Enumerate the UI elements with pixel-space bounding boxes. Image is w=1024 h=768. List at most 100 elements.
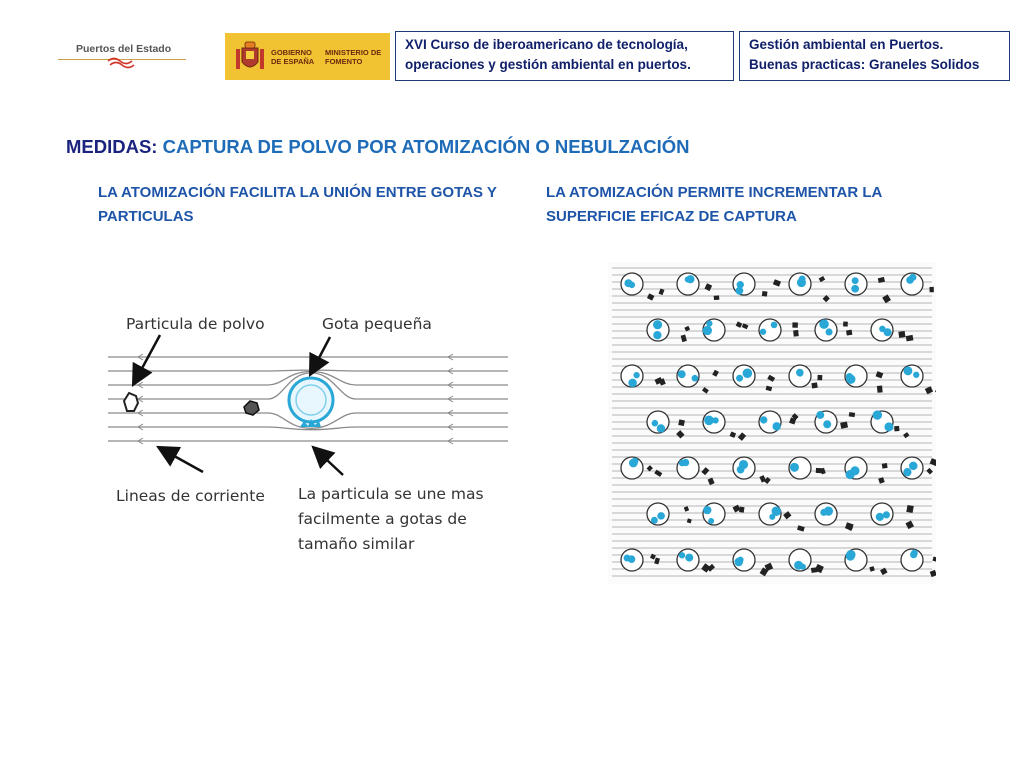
dust-particle (759, 475, 767, 483)
dust-particle (820, 467, 826, 475)
flow-arrowhead (447, 367, 454, 375)
dust-particle (765, 385, 773, 392)
puertos-del-estado-logo: Puertos del Estado (58, 40, 188, 70)
dust-particle (932, 556, 936, 562)
dust-particle (680, 334, 687, 343)
captured-particle (797, 370, 804, 377)
dust-particle (791, 413, 799, 421)
flow-arrowhead (447, 353, 454, 361)
dust-particle (654, 377, 663, 385)
dust-particle (646, 293, 655, 301)
captured-particle (851, 284, 860, 293)
captured-particle (712, 417, 719, 424)
captured-particle (819, 319, 829, 329)
label-union-3: tamaño similar (298, 535, 415, 553)
gobierno-espana-logo: GOBIERNO DE ESPAÑA MINISTERIO DE FOMENTO (225, 33, 390, 80)
captured-particle (628, 378, 637, 388)
label-streamlines: Lineas de corriente (116, 487, 265, 505)
streamline (108, 412, 508, 429)
dust-particle (811, 382, 818, 389)
captured-particle (704, 415, 714, 426)
dust-particle (878, 477, 885, 484)
flow-arrowhead (447, 381, 454, 389)
dust-particle (875, 371, 884, 379)
captured-particle (820, 508, 828, 516)
dust-particle (926, 467, 933, 475)
captured-particle (652, 320, 663, 330)
droplet (788, 456, 812, 480)
dust-particle (929, 286, 934, 293)
captured-particle (735, 286, 744, 295)
dust-particle (761, 291, 768, 297)
page-title: MEDIDAS: CAPTURA DE POLVO POR ATOMIZACIÓ… (66, 136, 690, 158)
flow-arrowhead (137, 409, 144, 417)
captured-particle (845, 469, 855, 480)
captured-particle (884, 422, 894, 432)
captured-particle (624, 279, 633, 288)
captured-particle (684, 276, 691, 283)
dust-particle (712, 369, 719, 377)
captured-particle (678, 552, 686, 559)
dust-particle (678, 419, 685, 427)
label-drop: Gota pequeña (322, 315, 432, 333)
dust-particle (877, 276, 885, 284)
streamline (108, 426, 508, 431)
capture-droplets (620, 272, 936, 578)
droplet (900, 272, 924, 296)
dust-particle (729, 431, 737, 438)
captured-particle (799, 563, 806, 570)
dust-particle (763, 477, 771, 485)
dust-particle (869, 566, 875, 572)
arrow-particle (131, 334, 162, 387)
dust-particle (686, 518, 692, 524)
captured-particle (770, 321, 778, 329)
captured-particle (691, 374, 699, 382)
dust-particle (713, 295, 720, 301)
captured-particle (685, 553, 694, 562)
captured-particle (913, 371, 920, 378)
dust-particle (881, 463, 888, 469)
droplet (900, 364, 924, 388)
dust-particle (929, 569, 936, 578)
dust-particle (818, 275, 826, 283)
dust-particle (905, 520, 915, 530)
captured-particle (910, 551, 918, 559)
dust-particle (817, 374, 823, 381)
dust-particle (707, 563, 715, 572)
dust-particle (792, 322, 798, 328)
captured-particle (772, 422, 781, 431)
captured-particle (742, 368, 753, 379)
flow-arrowhead (137, 437, 144, 445)
flow-arrowhead (447, 409, 454, 417)
captured-particle (875, 512, 884, 521)
dust-particle (646, 465, 653, 472)
captured-particle (759, 328, 767, 335)
dust-particle (683, 506, 690, 512)
flow-arrowhead (137, 423, 144, 431)
attached-particle (300, 419, 321, 427)
captured-particle (771, 506, 782, 517)
dust-particle (732, 504, 741, 513)
topic-title-box: Gestión ambiental en Puertos. Buenas pra… (739, 31, 1010, 81)
captured-particle (760, 416, 768, 424)
dust-particle (658, 288, 665, 296)
captured-particle (708, 517, 715, 525)
dust-particle (767, 374, 776, 382)
dust-particle-2 (243, 400, 260, 416)
dust-particle (772, 279, 782, 287)
captured-particle (909, 461, 918, 471)
dust-particle (654, 557, 660, 565)
dust-particle (739, 506, 745, 513)
arrow-union (311, 445, 344, 476)
dust-particle (810, 567, 818, 573)
dust-particle (735, 321, 743, 328)
dust-particle (822, 295, 830, 303)
arrow-drop (308, 336, 332, 377)
dust-particle (882, 294, 891, 304)
subtitle-right: LA ATOMIZACIÓN PERMITE INCREMENTAR LA SU… (546, 184, 882, 225)
captured-particle (633, 372, 640, 379)
dust-particle (840, 421, 849, 429)
dust-particle (848, 412, 856, 418)
particle-droplet-diagram: Particula de polvo Gota pequeña Lineas d… (108, 315, 508, 553)
course-title-box: XVI Curso de iberoamericano de tecnologí… (395, 31, 734, 81)
